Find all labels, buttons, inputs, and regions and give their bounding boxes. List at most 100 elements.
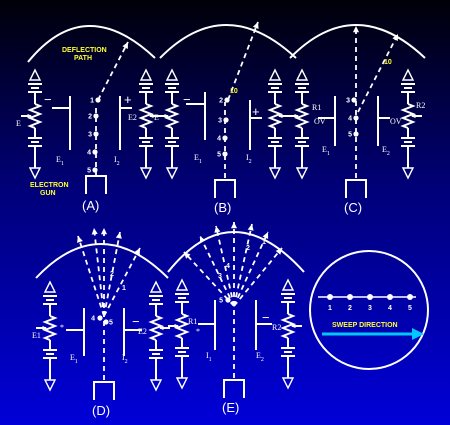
panel-a-plate-left xyxy=(52,96,71,150)
panel-b-pot-right-bottom-arrow xyxy=(268,167,282,180)
panel-e-pot-left xyxy=(168,278,190,390)
panel-b-pos-2-dot xyxy=(224,97,230,103)
panel-c-plate-left xyxy=(318,96,336,146)
panel-b-pot-left xyxy=(158,68,180,180)
panel-c-e2-sub: E2 xyxy=(382,145,390,157)
panel-b-pos-5-num: 5 xyxy=(217,152,221,159)
panel-d-gun-body xyxy=(93,381,115,400)
panel-e-pot-right-wiper-head xyxy=(291,323,296,329)
panel-a-pos-5-num: 5 xyxy=(87,168,91,175)
sweep-point-4 xyxy=(387,294,393,300)
panel-c-beam-head xyxy=(352,26,360,33)
panel-c-pos-3-dot xyxy=(351,97,357,103)
panel-c-deflection-arrow xyxy=(357,33,399,113)
panel-a-pos-3-num: 3 xyxy=(88,132,92,139)
panel-e-pot-right-top-arrow xyxy=(281,278,295,291)
panel-d-e2-label: E2 xyxy=(138,327,147,336)
panel-a-pos-1-num: 1 xyxy=(90,98,94,105)
panel-d-sweep-4-head xyxy=(134,248,140,255)
panel-b-e1-sub: E1 xyxy=(194,153,202,165)
panel-a-pot-left-resistor xyxy=(27,103,43,129)
panel-e-pot-left-resistor xyxy=(174,313,190,339)
panel-d-screen-arc xyxy=(35,243,169,279)
panel-d-pot-right-bottom-arrow xyxy=(149,379,163,392)
panel-a-pot-right xyxy=(138,68,160,180)
panel-e-label: (E) xyxy=(222,400,239,415)
panel-e-sweep-3 xyxy=(215,225,235,307)
panel-e-num-2: 2 xyxy=(246,245,250,252)
panel-b-gun xyxy=(214,179,236,198)
panel-b-label: (B) xyxy=(214,200,231,215)
panel-b-e1-label: E xyxy=(154,113,159,122)
deflection-path-label-1: DEFLECTION xyxy=(62,47,107,54)
panel-a-deflection-arrow-head xyxy=(122,42,128,49)
panel-c-gun-body xyxy=(345,179,367,198)
panel-b-plate-left xyxy=(186,92,206,140)
electron-gun-label-2: GUN xyxy=(40,190,56,197)
panel-a-pos-2-dot xyxy=(93,113,99,119)
panel-b-i2-sub: I2 xyxy=(246,153,252,165)
panel-d-star: * xyxy=(60,323,64,332)
panel-a-pot-right-top-arrow xyxy=(139,68,153,81)
panel-d-beam-head xyxy=(100,228,108,235)
panel-a-pos-4-num: 4 xyxy=(87,150,91,157)
panel-d-pot-left-resistor xyxy=(42,315,58,341)
panel-c-screen-arc xyxy=(289,24,426,59)
panel-e-r1-label: R1 xyxy=(188,317,197,326)
panel-c-ten-label: 10 xyxy=(384,59,392,66)
panel-a-gun xyxy=(85,175,107,194)
panel-c-pos-4-dot xyxy=(353,115,359,121)
panel-a-pot-left-bottom-arrow xyxy=(28,167,42,180)
panel-a-pos-4-dot xyxy=(92,149,98,155)
panel-c-pot-left-wiper-head xyxy=(294,113,299,119)
panel-a-pot-right-wiper-head xyxy=(149,113,154,119)
panel-c-pos-5-num: 5 xyxy=(348,132,352,139)
panel-d-pot-left xyxy=(36,280,58,392)
panel-a-pot-right-bottom-arrow xyxy=(139,167,153,180)
crt-screen-circle xyxy=(309,250,429,370)
sweep-point-3 xyxy=(367,294,373,300)
panel-e-pos-5-num: 5 xyxy=(219,298,223,305)
panel-e-minus: − xyxy=(262,310,270,325)
panel-b-deflection-arrow-head xyxy=(252,22,259,29)
panel-c-deflection-arrow-head xyxy=(392,34,398,41)
sweep-point-num-3: 3 xyxy=(368,305,372,312)
panel-c-pot-right xyxy=(400,68,422,180)
panel-a-e1-label: E xyxy=(16,119,21,128)
panel-e-r2-label: R2 xyxy=(272,323,281,332)
panel-d-sweep-2-head xyxy=(91,228,98,235)
panel-e-sweep-5 xyxy=(233,231,269,307)
panel-a-e1-sub: E1 xyxy=(56,155,64,167)
panel-b-screen-arc xyxy=(159,24,297,59)
panel-e-sweep-4-head xyxy=(247,224,254,231)
panel-a-pot-left-top-arrow xyxy=(28,68,42,81)
panel-b-pot-right-wiper-head xyxy=(278,113,283,119)
panel-b-pos-5-dot xyxy=(222,151,228,157)
panel-c-label: (C) xyxy=(344,200,362,215)
panel-d-pot-right xyxy=(148,280,170,392)
panel-a-plus: + xyxy=(124,92,132,107)
panel-a-plate-right xyxy=(119,96,132,150)
panel-b-pos-4-dot xyxy=(222,135,228,141)
panel-c-pos-5-dot xyxy=(353,131,359,137)
panel-e-screen-arc xyxy=(167,231,305,273)
panel-e-sweep-2 xyxy=(199,235,235,307)
panel-d-pos-5-num: 5 xyxy=(109,320,113,327)
panel-c-pot-right-wiper-head xyxy=(411,113,416,119)
panel-b-pot-right-top-arrow xyxy=(268,68,282,81)
panel-c-pot-right-top-arrow xyxy=(401,68,415,81)
panel-d-pot-left-wiper-head xyxy=(42,325,47,331)
panel-b-pos-4-num: 4 xyxy=(217,136,221,143)
panel-e-sweep-4 xyxy=(233,223,253,307)
sweep-point-5 xyxy=(407,294,413,300)
panel-a-e2-label: E2 xyxy=(128,113,137,122)
panel-e-plate-right xyxy=(255,300,272,350)
sweep-point-2 xyxy=(347,294,353,300)
panel-b-pot-right-resistor xyxy=(267,103,283,129)
panel-b-pos-3-dot xyxy=(223,117,229,123)
